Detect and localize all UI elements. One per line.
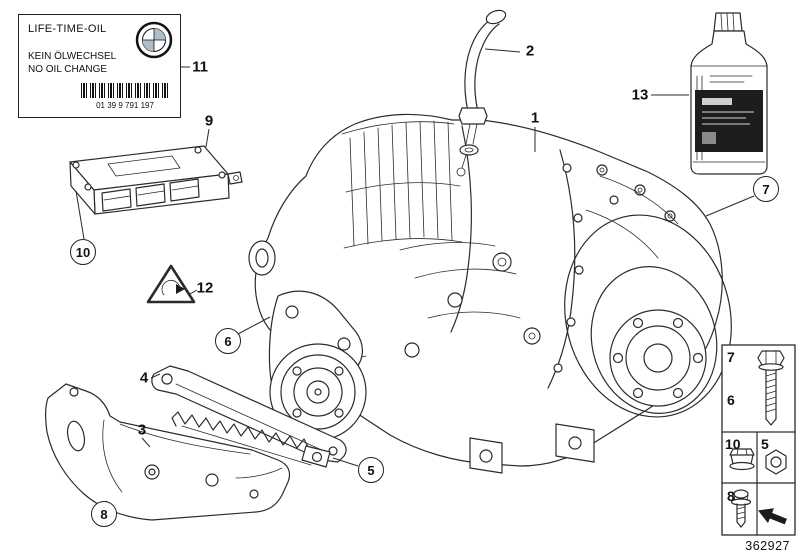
legend-label-flange-nut: 10 (725, 436, 741, 452)
callout-13[interactable]: 13 (631, 86, 649, 104)
legend-label-screw: 8 (727, 488, 735, 504)
oil-label-subtitle-de: KEIN ÖLWECHSEL (28, 51, 117, 62)
callout-11[interactable]: 11 (192, 58, 208, 76)
oil-label-barcode-number: 01 39 9 791 197 (96, 101, 154, 110)
callout-4[interactable]: 4 (139, 369, 149, 387)
legend-box (721, 344, 796, 536)
callout-10[interactable]: 10 (70, 239, 96, 265)
flange-nut-icon (729, 448, 755, 471)
direction-arrow-icon (758, 508, 787, 525)
oil-label-subtitle-en: NO OIL CHANGE (28, 64, 108, 75)
hex-bolt-icon (757, 350, 785, 426)
callout-1[interactable]: 1 (530, 109, 540, 127)
callout-7[interactable]: 7 (753, 176, 779, 202)
callout-5[interactable]: 5 (358, 457, 384, 483)
legend-label-bolt-upper: 7 (727, 349, 735, 365)
callout-9[interactable]: 9 (204, 112, 214, 130)
warning-triangle-icon (146, 264, 196, 304)
oil-service-label: LIFE-TIME-OIL KEIN ÖLWECHSEL NO OIL CHAN… (18, 14, 181, 118)
differential-assembly (248, 113, 732, 474)
callout-12[interactable]: 12 (196, 279, 214, 297)
legend-label-lock-nut: 5 (761, 436, 769, 452)
legend-label-bolt-lower: 6 (727, 392, 735, 408)
control-module (69, 145, 243, 215)
callout-3[interactable]: 3 (137, 421, 147, 439)
barcode-icon (81, 83, 169, 98)
callout-2[interactable]: 2 (525, 42, 535, 60)
pan-head-screw-icon (730, 489, 752, 528)
oil-bottle (690, 12, 768, 175)
hex-nut-icon (765, 449, 787, 475)
strap-bracket (151, 365, 347, 468)
support-bracket (45, 383, 291, 521)
drawing-number: 362927 (745, 539, 790, 553)
vent-pipe (456, 9, 507, 177)
bmw-roundel-icon (135, 21, 173, 59)
oil-label-title: LIFE-TIME-OIL (28, 23, 107, 35)
callout-8[interactable]: 8 (91, 501, 117, 527)
callout-6[interactable]: 6 (215, 328, 241, 354)
